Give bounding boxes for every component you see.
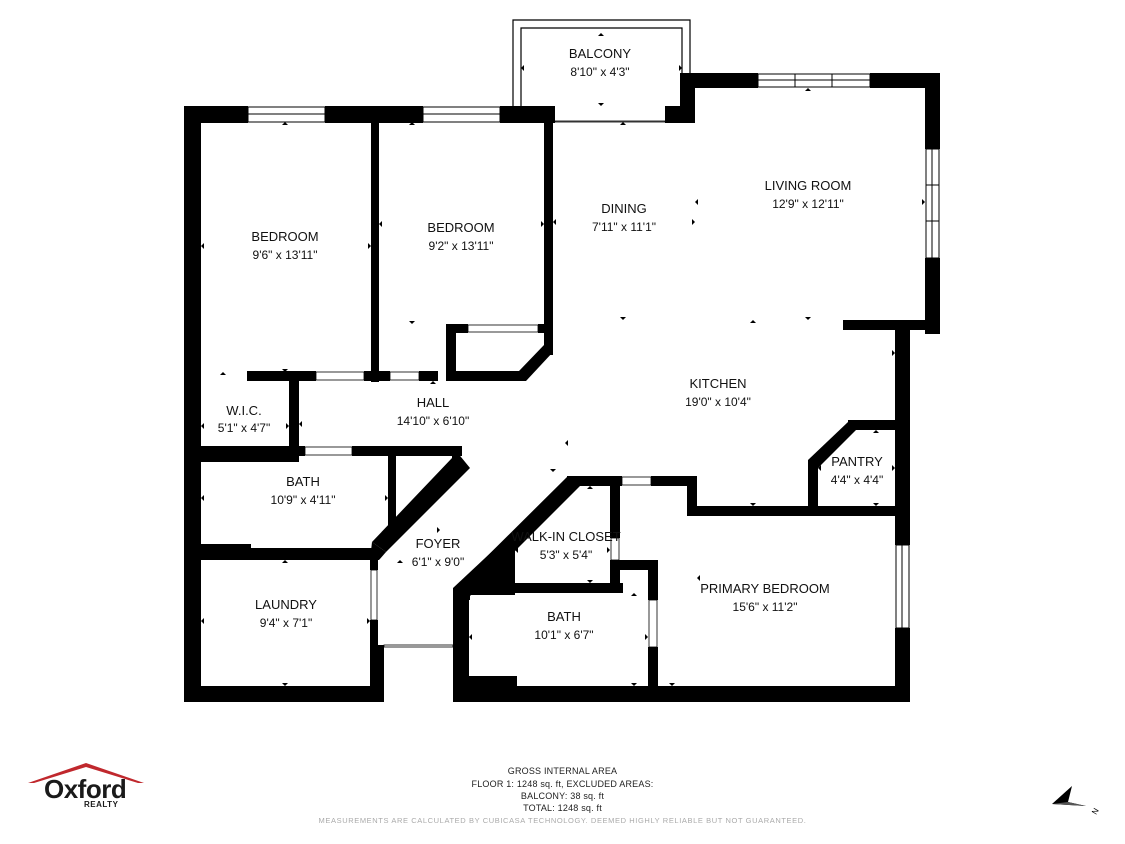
- room-dim-living-room: 12'9" x 12'11": [772, 197, 844, 211]
- room-dim-balcony: 8'10" x 4'3": [570, 65, 629, 79]
- room-dim-pantry: 4'4" x 4'4": [831, 473, 883, 487]
- room-label-balcony: BALCONY: [569, 46, 631, 61]
- oxford-realty-logo: Oxford REALTY: [28, 763, 144, 809]
- dimension-ticks: [201, 33, 925, 686]
- balcony-outline: [512, 19, 691, 106]
- room-dim-wic: 5'1" x 4'7": [218, 421, 270, 435]
- room-label-primary-bedroom: PRIMARY BEDROOM: [700, 581, 830, 596]
- room-dim-dining: 7'11" x 11'1": [592, 220, 656, 234]
- room-dim-walk-in-closet: 5'3" x 5'4": [540, 548, 592, 562]
- room-dim-primary-bedroom: 15'6" x 11'2": [733, 600, 798, 614]
- room-label-dining: DINING: [601, 201, 647, 216]
- room-label-bath-2: BATH: [547, 609, 581, 624]
- room-dim-kitchen: 19'0" x 10'4": [685, 395, 751, 409]
- area-line-3: TOTAL: 1248 sq. ft: [523, 803, 602, 813]
- room-label-pantry: PANTRY: [831, 454, 883, 469]
- room-label-living-room: LIVING ROOM: [765, 178, 852, 193]
- walls: [184, 73, 940, 702]
- room-label-walk-in-closet: WALK-IN CLOSET: [511, 529, 620, 544]
- room-label-foyer: FOYER: [416, 536, 461, 551]
- area-heading: GROSS INTERNAL AREA: [507, 766, 618, 776]
- room-dim-bath-2: 10'1" x 6'7": [534, 628, 593, 642]
- room-dim-hall: 14'10" x 6'10": [397, 414, 470, 428]
- compass-label: N: [1090, 806, 1101, 816]
- room-dim-bedroom-1: 9'6" x 13'11": [253, 248, 318, 262]
- area-line-2: BALCONY: 38 sq. ft: [520, 791, 605, 801]
- logo-brand: Oxford: [44, 774, 126, 804]
- room-dim-foyer: 6'1" x 9'0": [412, 555, 464, 569]
- room-label-wic: W.I.C.: [226, 403, 261, 418]
- room-label-bath-1: BATH: [286, 474, 320, 489]
- windows: [247, 73, 940, 629]
- room-label-bedroom-1: BEDROOM: [251, 229, 318, 244]
- roof-icon: [28, 763, 144, 783]
- room-dim-laundry: 9'4" x 7'1": [260, 616, 312, 630]
- room-labels: BALCONY 8'10" x 4'3" BEDROOM 9'6" x 13'1…: [218, 46, 883, 642]
- area-line-1: FLOOR 1: 1248 sq. ft, EXCLUDED AREAS:: [471, 779, 654, 789]
- room-label-laundry: LAUNDRY: [255, 597, 317, 612]
- room-dim-bedroom-2: 9'2" x 13'11": [429, 239, 494, 253]
- north-arrow-icon: N: [1052, 786, 1101, 816]
- room-label-bedroom-2: BEDROOM: [427, 220, 494, 235]
- door-openings: [304, 120, 666, 648]
- room-label-kitchen: KITCHEN: [689, 376, 746, 391]
- room-label-hall: HALL: [417, 395, 450, 410]
- room-dim-bath-1: 10'9" x 4'11": [271, 493, 336, 507]
- disclaimer: MEASUREMENTS ARE CALCULATED BY CUBICASA …: [318, 816, 807, 825]
- logo-sub: REALTY: [84, 800, 119, 809]
